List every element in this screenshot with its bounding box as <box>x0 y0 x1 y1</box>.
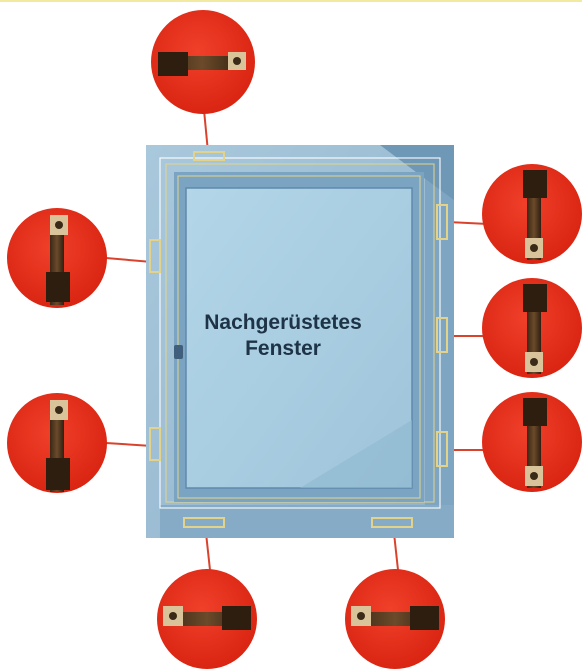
callout-right-lower <box>482 392 582 492</box>
window-label-line1: Nachgerüstetes <box>178 310 388 336</box>
callout-top-hinge <box>151 10 255 114</box>
callout-left-lower <box>7 393 107 493</box>
window-label: Nachgerüstetes Fenster <box>178 310 388 362</box>
callout-right-upper <box>482 164 582 264</box>
callout-bottom-right <box>345 569 445 669</box>
callout-left-upper <box>7 208 107 308</box>
callout-bottom-left <box>157 569 257 669</box>
top-edge-line <box>0 0 582 2</box>
window-label-line2: Fenster <box>178 336 388 362</box>
callout-right-middle <box>482 278 582 378</box>
